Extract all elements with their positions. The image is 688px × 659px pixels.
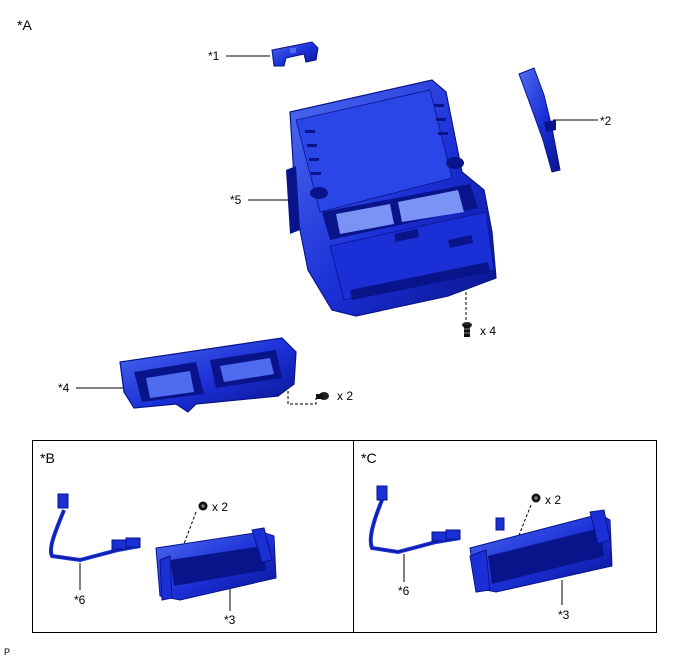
unit-3-c bbox=[469, 509, 613, 593]
nut-icon-c bbox=[531, 493, 541, 503]
callout-1: *1 bbox=[208, 49, 220, 63]
part-console-5 bbox=[286, 79, 497, 317]
screw-icons bbox=[198, 322, 541, 511]
callout-4: *4 bbox=[58, 381, 70, 395]
panel-c-callout-6: *6 bbox=[398, 584, 410, 598]
screw-qty-bottom: x 2 bbox=[337, 389, 354, 403]
panel-c-nut-qty: x 2 bbox=[545, 493, 562, 507]
callout-2: *2 bbox=[600, 114, 612, 128]
harness-6-b bbox=[49, 493, 141, 563]
view-label-c: *C bbox=[361, 450, 377, 466]
bolt-icon-bottom bbox=[316, 392, 329, 400]
footer-mark: P bbox=[4, 647, 11, 657]
leader-lines bbox=[76, 55, 598, 611]
panel-b-nut-qty: x 2 bbox=[212, 500, 229, 514]
sub-views-divider bbox=[353, 440, 354, 633]
dashed-guides bbox=[177, 286, 532, 561]
part-panel-4 bbox=[119, 337, 297, 413]
panel-c-callout-3: *3 bbox=[558, 608, 570, 622]
panel-b-callout-3: *3 bbox=[224, 613, 236, 627]
nut-icon-b bbox=[198, 501, 208, 511]
bolt-icon-right bbox=[462, 322, 472, 337]
view-label-a: *A bbox=[17, 17, 32, 33]
callout-5: *5 bbox=[230, 193, 242, 207]
harness-6-c bbox=[368, 485, 461, 555]
screw-qty-right: x 4 bbox=[480, 324, 497, 338]
panel-b-callout-6: *6 bbox=[74, 593, 86, 607]
unit-3-b bbox=[155, 527, 277, 601]
view-label-b: *B bbox=[40, 450, 55, 466]
part-clip-1 bbox=[271, 41, 319, 67]
sub-views-frame bbox=[32, 440, 657, 633]
part-bracket-2 bbox=[518, 67, 561, 173]
